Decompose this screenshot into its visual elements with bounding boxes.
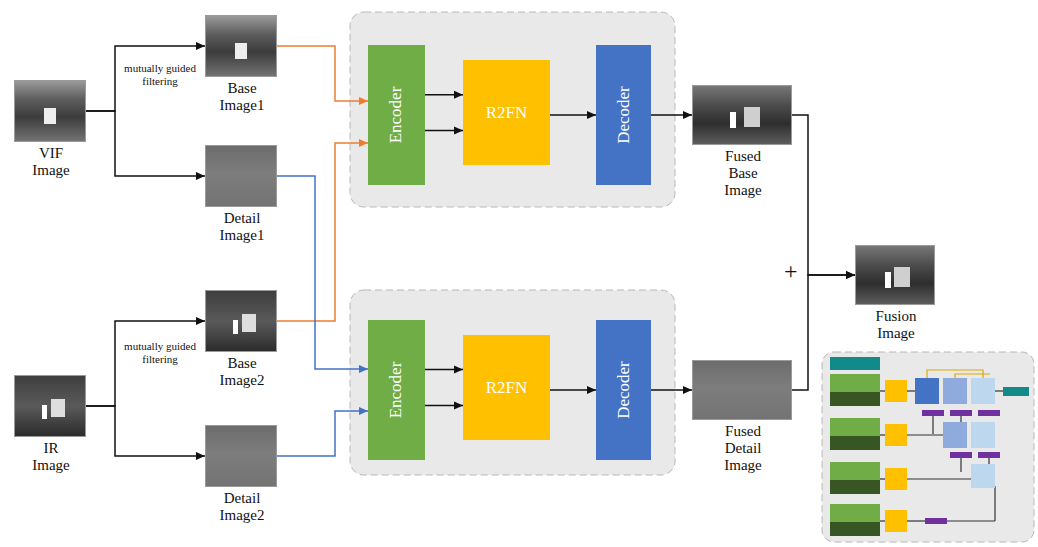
infrared-image: IR Image xyxy=(14,375,86,437)
encoder-block: Encoder xyxy=(368,320,425,460)
arrow-connector xyxy=(792,115,855,275)
base-image: Base Image1 xyxy=(205,15,277,77)
inset-shape xyxy=(907,520,925,521)
arrow-connector xyxy=(651,114,692,116)
inset-shape xyxy=(830,357,880,370)
inset-shape xyxy=(830,504,880,522)
detail-image: Detail Image1 xyxy=(205,145,277,207)
arrow-connector xyxy=(651,389,692,391)
block-label: Encoder xyxy=(386,362,406,419)
inset-shape xyxy=(880,520,885,521)
arrow-connector xyxy=(425,94,463,96)
inset-shape xyxy=(950,452,972,458)
inset-shape xyxy=(830,374,880,392)
inset-shape xyxy=(943,422,967,448)
encoder-block: Encoder xyxy=(368,45,425,185)
image-caption: Fused Detail Image xyxy=(715,423,771,474)
block-label: R2FN xyxy=(486,378,528,398)
inset-shape xyxy=(907,390,915,391)
decoder-block: Decoder xyxy=(596,45,651,185)
image-caption: Fusion Image xyxy=(868,308,924,342)
block-label: Decoder xyxy=(614,361,634,419)
inset-shape xyxy=(995,390,1003,391)
inset-shape xyxy=(994,486,995,521)
inset-shape xyxy=(885,510,907,532)
arrow-connector xyxy=(277,46,368,101)
inset-shape xyxy=(1003,387,1029,396)
arrow-connector xyxy=(550,389,596,391)
inset-shape xyxy=(971,422,995,448)
inset-shape xyxy=(943,378,967,404)
inset-shape xyxy=(830,522,880,536)
fusion-image: Fusion Image xyxy=(855,245,935,305)
decoder-block: Decoder xyxy=(596,320,651,460)
arrow-connector xyxy=(425,405,463,407)
block-label: Decoder xyxy=(614,86,634,144)
edge-label: mutually guided filtering xyxy=(119,340,201,366)
image-caption: Base Image2 xyxy=(214,355,270,389)
image-caption: IR Image xyxy=(23,440,79,474)
inset-shape xyxy=(885,424,907,446)
arrow-connector xyxy=(792,275,855,390)
arrow-connector xyxy=(550,114,596,116)
visible-image: VIF Image xyxy=(14,80,86,142)
inset-shape xyxy=(960,458,961,472)
arrow-connector xyxy=(277,143,368,321)
edge-label: mutually guided filtering xyxy=(119,62,201,88)
module-panel xyxy=(350,290,675,475)
image-caption: Fused Base Image xyxy=(715,148,771,199)
inset-shape xyxy=(978,410,1000,416)
arrow-connector xyxy=(277,176,368,369)
inset-shape xyxy=(822,352,1034,542)
inset-shape xyxy=(830,462,880,480)
plus-sign: + xyxy=(784,259,798,283)
inset-shape xyxy=(830,480,880,494)
inset-shape xyxy=(830,392,880,406)
inset-shape xyxy=(971,378,995,404)
arrow-connector xyxy=(86,406,205,456)
inset-shape xyxy=(955,374,990,378)
inset-shape xyxy=(925,518,947,524)
fusion-block: R2FN xyxy=(463,60,550,165)
arrow-connector xyxy=(425,369,463,371)
inset-shape xyxy=(907,478,971,479)
arrow-connector xyxy=(425,130,463,132)
fused-image: Fused Detail Image xyxy=(692,360,792,420)
inset-shape xyxy=(885,380,907,402)
network-inset xyxy=(822,352,1034,542)
arrow-connector xyxy=(86,46,205,111)
inset-shape xyxy=(830,418,880,436)
image-caption: Detail Image2 xyxy=(214,490,270,524)
inset-shape xyxy=(830,436,880,450)
inset-shape xyxy=(927,370,990,378)
inset-shape xyxy=(950,410,972,416)
arrow-connector xyxy=(86,321,205,406)
inset-shape xyxy=(978,452,1000,458)
inset-shape xyxy=(971,464,995,488)
inset-shape xyxy=(880,478,885,479)
inset-shape xyxy=(922,410,944,416)
image-caption: VIF Image xyxy=(23,145,79,179)
arrow-connector xyxy=(277,411,368,456)
inset-shape xyxy=(880,434,885,435)
module-panel xyxy=(350,12,675,207)
arrow-connector xyxy=(86,111,205,176)
detail-image: Detail Image2 xyxy=(205,425,277,487)
block-label: R2FN xyxy=(486,103,528,123)
image-caption: Detail Image1 xyxy=(214,210,270,244)
image-caption: Base Image1 xyxy=(214,80,270,114)
inset-shape xyxy=(947,520,995,521)
inset-shape xyxy=(915,378,939,404)
inset-shape xyxy=(880,391,1003,521)
block-label: Encoder xyxy=(386,87,406,144)
inset-shape xyxy=(885,468,907,490)
fused-image: Fused Base Image xyxy=(692,85,792,145)
inset-shape xyxy=(932,416,933,434)
fusion-block: R2FN xyxy=(463,335,550,440)
inset-shape xyxy=(907,434,943,435)
inset-shape xyxy=(880,390,885,391)
base-image: Base Image2 xyxy=(205,290,277,352)
